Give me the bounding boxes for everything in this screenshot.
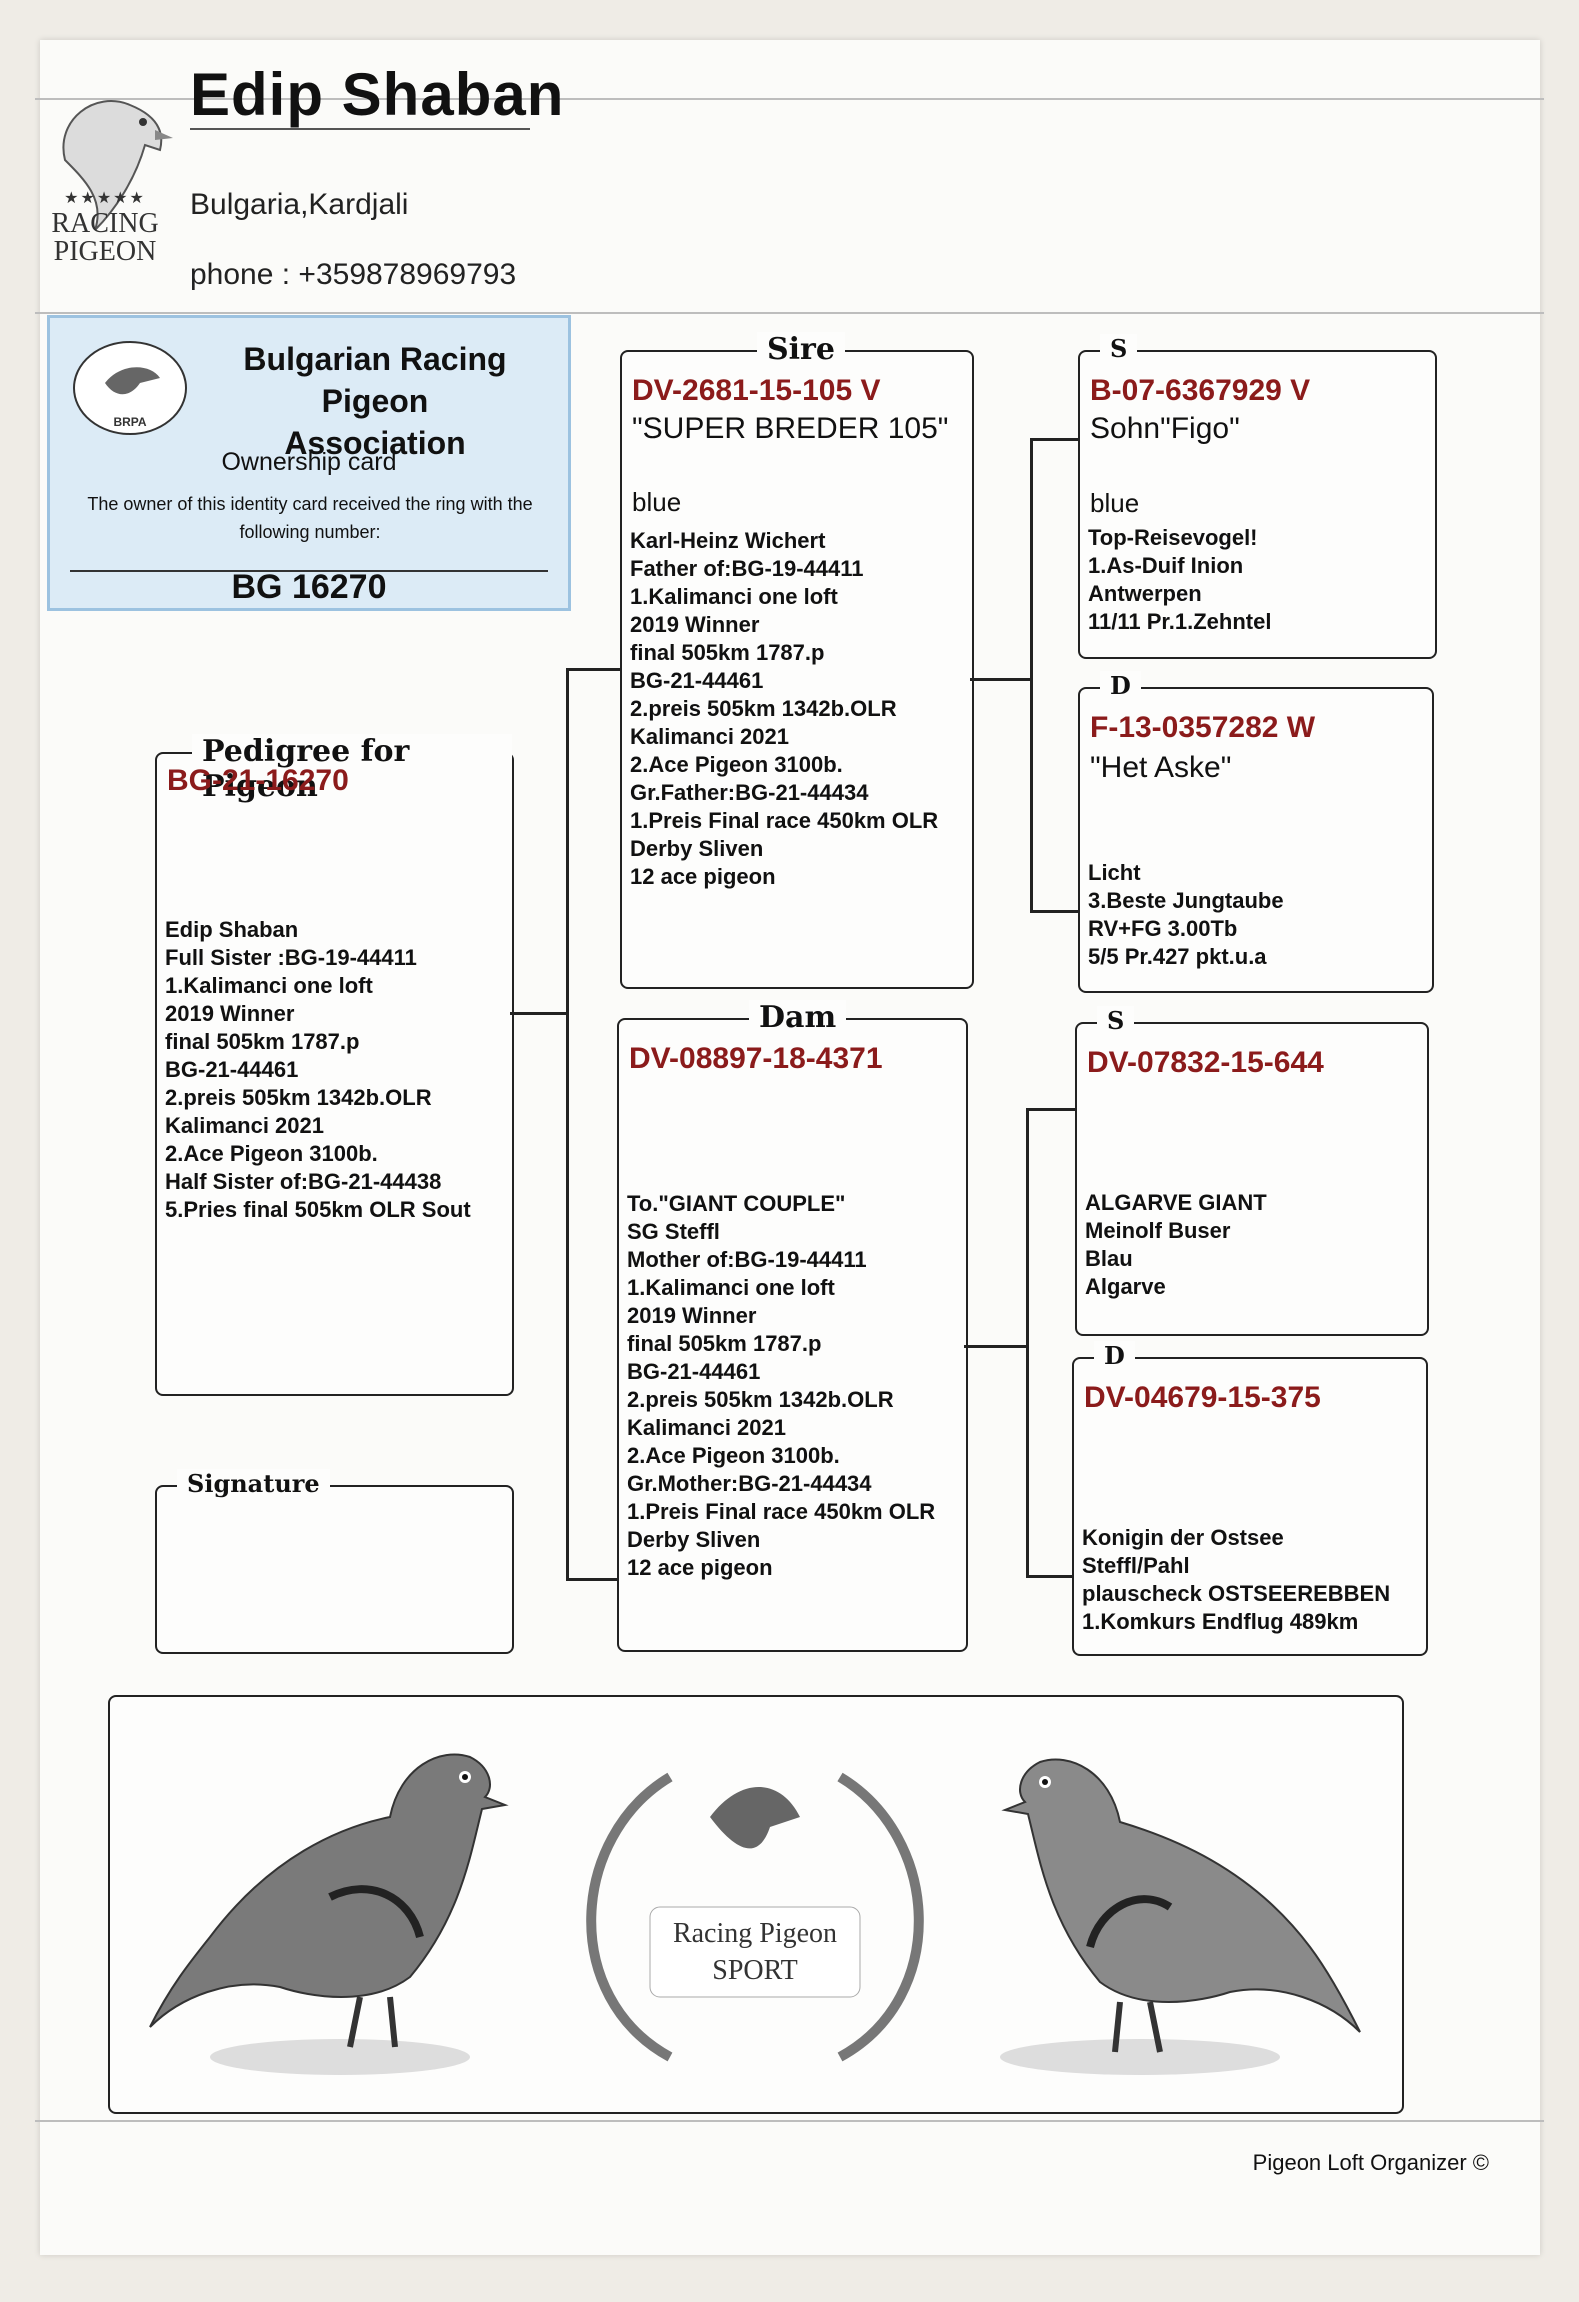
signature-box[interactable]: Signature	[155, 1485, 514, 1654]
title-underline	[190, 128, 530, 130]
footer-rule	[35, 2120, 1544, 2122]
dam-notes: To."GIANT COUPLE" SG Steffl Mother of:BG…	[627, 1190, 935, 1582]
sire-sire-label: S	[1100, 334, 1137, 363]
dam-label: Dam	[749, 1000, 846, 1035]
sire-dam-box: D F-13-0357282 W "Het Aske" Licht 3.Best…	[1078, 687, 1434, 993]
footer-banner: Racing Pigeon SPORT	[108, 1695, 1404, 2114]
sire-dam-label: D	[1100, 671, 1141, 700]
dam-box: Dam DV-08897-18-4371 To."GIANT COUPLE" S…	[617, 1018, 968, 1652]
connector-dam-grand-vertical	[1026, 1108, 1029, 1578]
connector-sire-dam	[1030, 910, 1078, 913]
sire-dam-notes: Licht 3.Beste Jungtaube RV+FG 3.00Tb 5/5…	[1088, 859, 1284, 971]
logo-pigeon: PIGEON	[35, 236, 175, 268]
dam-dam-label: D	[1094, 1341, 1135, 1370]
dam-sire-ring: DV-07832-15-644	[1087, 1046, 1324, 1080]
connector-pedigree	[510, 1012, 568, 1015]
dam-sire-notes: ALGARVE GIANT Meinolf Buser Blau Algarve	[1085, 1189, 1267, 1301]
card-ring-number: BG 16270	[50, 568, 568, 607]
card-org-line1: Bulgarian Racing Pigeon	[200, 338, 550, 422]
dam-sire-box: S DV-07832-15-644 ALGARVE GIANT Meinolf …	[1075, 1022, 1429, 1336]
connector-sire	[566, 668, 620, 671]
pedigree-notes: Edip Shaban Full Sister :BG-19-44411 1.K…	[165, 916, 471, 1224]
card-org-name: Bulgarian Racing Pigeon Association	[200, 338, 550, 464]
pedigree-ring: BG-21-16270	[167, 764, 349, 798]
owner-name: Edip Shaban	[190, 60, 564, 129]
sire-notes: Karl-Heinz Wichert Father of:BG-19-44411…	[630, 527, 938, 891]
brpa-seal-icon: BRPA	[70, 338, 190, 438]
sire-sire-color: blue	[1090, 488, 1139, 519]
dam-dam-notes: Konigin der Ostsee Steffl/Pahl plauschec…	[1082, 1524, 1390, 1636]
sire-box: Sire DV-2681-15-105 V "SUPER BREDER 105"…	[620, 350, 974, 989]
owner-location: Bulgaria,Kardjali	[190, 188, 408, 222]
copyright: Pigeon Loft Organizer ©	[1253, 2150, 1489, 2176]
logo-stars: ★★★★★	[35, 188, 175, 208]
connector-parents-vertical	[566, 668, 569, 1580]
sire-sire-notes: Top-Reisevogel! 1.As-Duif Inion Antwerpe…	[1088, 524, 1271, 636]
right-pigeon-icon	[1000, 1760, 1360, 2076]
ownership-card: BRPA Bulgarian Racing Pigeon Association…	[47, 315, 571, 611]
sire-dam-name: "Het Aske"	[1090, 751, 1231, 785]
brpa-seal-text: BRPA	[113, 415, 146, 429]
wreath-line2: SPORT	[712, 1955, 797, 1986]
sire-sire-ring: B-07-6367929 V	[1090, 374, 1310, 408]
dam-ring: DV-08897-18-4371	[629, 1042, 883, 1076]
connector-dam-out	[964, 1345, 1028, 1348]
connector-dam	[566, 1578, 617, 1581]
left-pigeon-icon	[150, 1755, 505, 2076]
card-title: Ownership card	[50, 448, 568, 477]
wreath-line1: Racing Pigeon	[673, 1918, 837, 1949]
pedigree-box: Pedigree for Pigeon BG-21-16270 Edip Sha…	[155, 752, 514, 1396]
dam-sire-label: S	[1097, 1006, 1134, 1035]
banner-illustration: Racing Pigeon SPORT	[110, 1697, 1402, 2112]
dam-dam-ring: DV-04679-15-375	[1084, 1381, 1321, 1415]
wreath-emblem-icon: Racing Pigeon SPORT	[591, 1777, 919, 2057]
sire-label: Sire	[757, 332, 845, 367]
sire-dam-ring: F-13-0357282 W	[1090, 711, 1315, 745]
connector-dam-dam	[1026, 1575, 1072, 1578]
sire-ring: DV-2681-15-105 V	[632, 374, 881, 408]
connector-sire-sire	[1030, 438, 1078, 441]
sire-color: blue	[632, 487, 681, 518]
header-rule	[35, 312, 1544, 314]
connector-sire-grand-vertical	[1030, 438, 1033, 913]
owner-phone: phone : +359878969793	[190, 258, 516, 292]
dam-dam-box: D DV-04679-15-375 Konigin der Ostsee Ste…	[1072, 1357, 1428, 1656]
signature-label: Signature	[177, 1469, 330, 1498]
connector-sire-out	[970, 678, 1032, 681]
connector-dam-sire	[1026, 1108, 1075, 1111]
sire-name: "SUPER BREDER 105"	[632, 412, 948, 446]
card-description: The owner of this identity card received…	[80, 490, 540, 546]
sire-sire-name: Sohn"Figo"	[1090, 412, 1240, 446]
sire-sire-box: S B-07-6367929 V Sohn"Figo" blue Top-Rei…	[1078, 350, 1437, 659]
